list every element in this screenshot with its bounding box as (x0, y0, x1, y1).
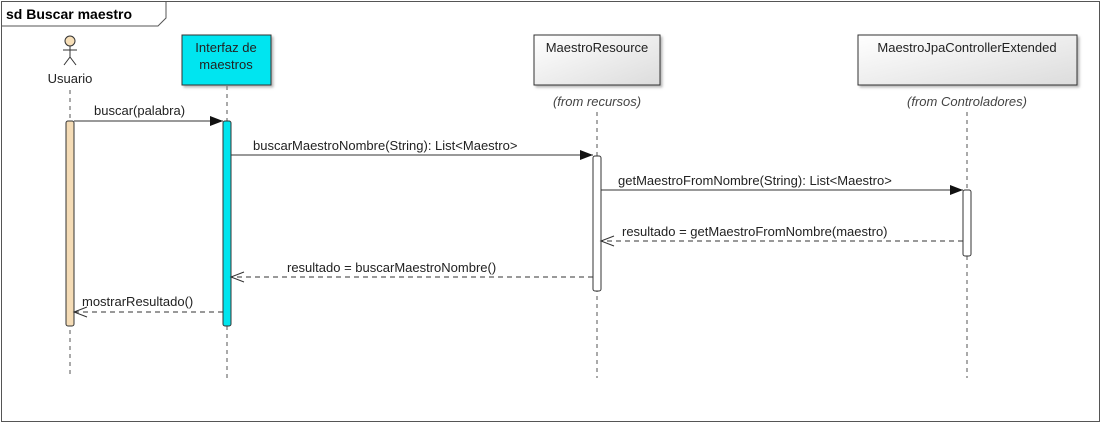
message-1-arrowhead (210, 116, 223, 126)
participant-resource-from: (from recursos) (553, 94, 641, 109)
message-4-arrowhead (599, 235, 615, 247)
message-3-label: getMaestroFromNombre(String): List<Maest… (618, 173, 892, 188)
activation-interfaz (222, 120, 232, 327)
participant-interfaz-line1: Interfaz de (195, 40, 256, 55)
actor-icon (63, 35, 77, 66)
message-4-label: resultado = getMaestroFromNombre(maestro… (622, 224, 888, 239)
participant-resource-box (533, 34, 661, 86)
message-5-label: resultado = buscarMaestroNombre() (287, 260, 496, 275)
participant-usuario-label: Usuario (48, 71, 93, 86)
participant-interfaz-box (181, 34, 272, 86)
participant-resource-label: MaestroResource (546, 40, 649, 55)
message-1-label: buscar(palabra) (94, 103, 185, 118)
participant-controller-box (857, 34, 1078, 86)
frame-title: sd Buscar maestro (6, 6, 132, 22)
frame-title-tab (1, 1, 167, 27)
message-2-label: buscarMaestroNombre(String): List<Maestr… (253, 138, 517, 153)
participant-controller-label: MaestroJpaControllerExtended (877, 40, 1056, 55)
participant-interfaz-line2: maestros (199, 57, 253, 72)
participant-controller-from: (from Controladores) (907, 94, 1027, 109)
activation-controller (962, 189, 972, 257)
message-3-arrowhead (950, 185, 963, 195)
message-5-arrowhead (229, 271, 245, 283)
message-2-arrowhead (580, 150, 593, 160)
activation-resource (592, 155, 602, 292)
activation-usuario (65, 120, 75, 327)
message-6-label: mostrarResultado() (82, 294, 193, 309)
message-6-arrowhead (72, 306, 88, 318)
